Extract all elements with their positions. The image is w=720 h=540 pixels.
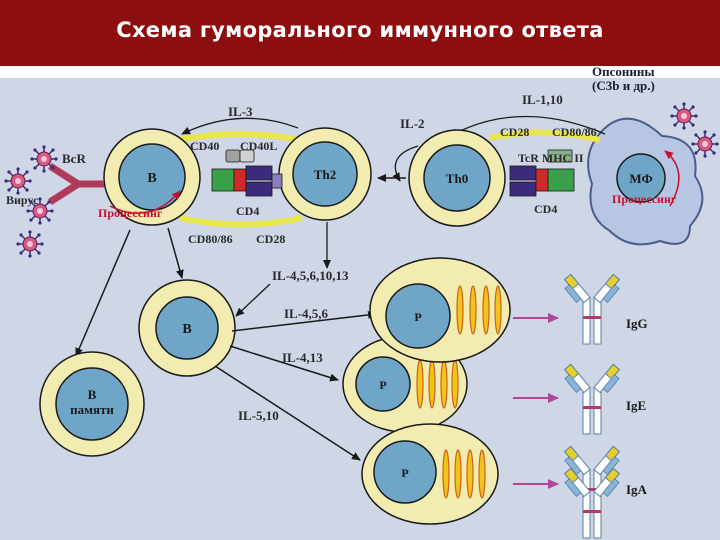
bcr-label: BcR <box>62 151 86 166</box>
cd40l-label: CD40L <box>240 139 277 153</box>
il110-arrow <box>449 115 606 137</box>
opsonized-virus-icon <box>669 101 699 131</box>
memory-b-label-line1: B <box>88 387 97 402</box>
virus-icon <box>25 196 55 226</box>
cd8086-bottom-label: CD80/86 <box>188 232 233 246</box>
b2-to-plasma2-arrow <box>229 345 339 382</box>
cd28-band-top <box>489 129 601 143</box>
th2-label: Th2 <box>314 167 336 182</box>
cytokine-to-b2-arrow <box>235 283 271 317</box>
il413-label: IL-4,13 <box>282 350 323 365</box>
th0-label: Th0 <box>446 171 468 186</box>
title-bar: Схема гуморального иммунного ответа <box>0 0 720 66</box>
b-cell-main-nucleus <box>118 143 186 211</box>
il2-label: IL-2 <box>400 116 425 131</box>
processing-label-right: Процессинг <box>612 192 677 206</box>
macrophage-label: МФ <box>629 171 652 186</box>
processing-label-left: Процессинг <box>98 206 163 220</box>
processing-arrow-right <box>664 150 680 207</box>
bcr-receptor <box>48 163 104 205</box>
memory-b-label-line2: памяти <box>70 402 114 417</box>
il3-arrow <box>181 117 299 135</box>
il3-label: IL-3 <box>228 104 253 119</box>
cd28-bottom-label: CD28 <box>256 232 285 246</box>
il110-label: IL-1,10 <box>522 92 563 107</box>
b-cell-second-nucleus <box>155 296 219 360</box>
macrophage-nucleus <box>616 153 666 203</box>
th0-mf-receptor-complex <box>509 149 575 197</box>
cd40-label: CD40 <box>190 139 219 153</box>
page-title: Схема гуморального иммунного ответа <box>116 18 604 42</box>
cd4-left-label: CD4 <box>236 204 259 218</box>
iga-label: IgA <box>626 482 648 497</box>
ige-label: IgE <box>626 398 646 413</box>
cd8086-top-label: CD80/86 <box>552 125 597 139</box>
th2-nucleus <box>292 141 358 207</box>
il510-label: IL-5,10 <box>238 408 279 423</box>
il456-label: IL-4,5,6 <box>284 306 329 321</box>
svg-text:Опсонины: Опсонины <box>592 66 655 79</box>
plasma-cell-3-nucleus <box>373 440 437 504</box>
il4-13-combo-label: IL-4,5,6,10,13 <box>272 268 349 283</box>
plasma-cell-2-nucleus <box>355 356 411 412</box>
cd28-top-label: CD28 <box>500 125 529 139</box>
tcr-mhc-label: TcR МНС II <box>518 151 584 165</box>
b-cell-main-label: B <box>147 171 156 186</box>
plasma-cell-3-label: P <box>401 466 408 480</box>
cd40-band <box>177 131 301 143</box>
igg-label: IgG <box>626 316 648 331</box>
th0-nucleus <box>423 144 491 212</box>
cd28-band-bottom <box>179 215 303 228</box>
b-to-memory-arrow <box>75 229 131 357</box>
b2-to-plasma1-arrow <box>231 310 377 332</box>
b-to-b2-arrow <box>167 227 184 279</box>
memory-b-nucleus <box>55 367 129 441</box>
plasma-cell-1-label: P <box>414 310 421 324</box>
svg-text:(С3b и др.): (С3b и др.) <box>592 78 655 93</box>
opsonins-label: Опсонины (С3b и др.) <box>592 66 655 93</box>
virus-icon <box>3 166 33 196</box>
immune-response-diagram: Опсонины (С3b и др.) МФ Процессинг IL-1,… <box>0 66 720 540</box>
processing-arrow-left <box>109 190 181 214</box>
b-cell-second-label: B <box>182 322 191 337</box>
virus-icon <box>15 229 45 259</box>
opsonized-virus-icon <box>690 129 720 159</box>
plasma-cell-2-label: P <box>379 378 386 392</box>
virus-icon <box>29 144 59 174</box>
b-th2-receptor-complex <box>211 149 283 197</box>
plasma-cell-1-nucleus <box>385 283 451 349</box>
il2-arrow <box>392 145 419 182</box>
b2-to-plasma3-arrow <box>214 365 361 461</box>
cd4-right-label: CD4 <box>534 202 557 216</box>
